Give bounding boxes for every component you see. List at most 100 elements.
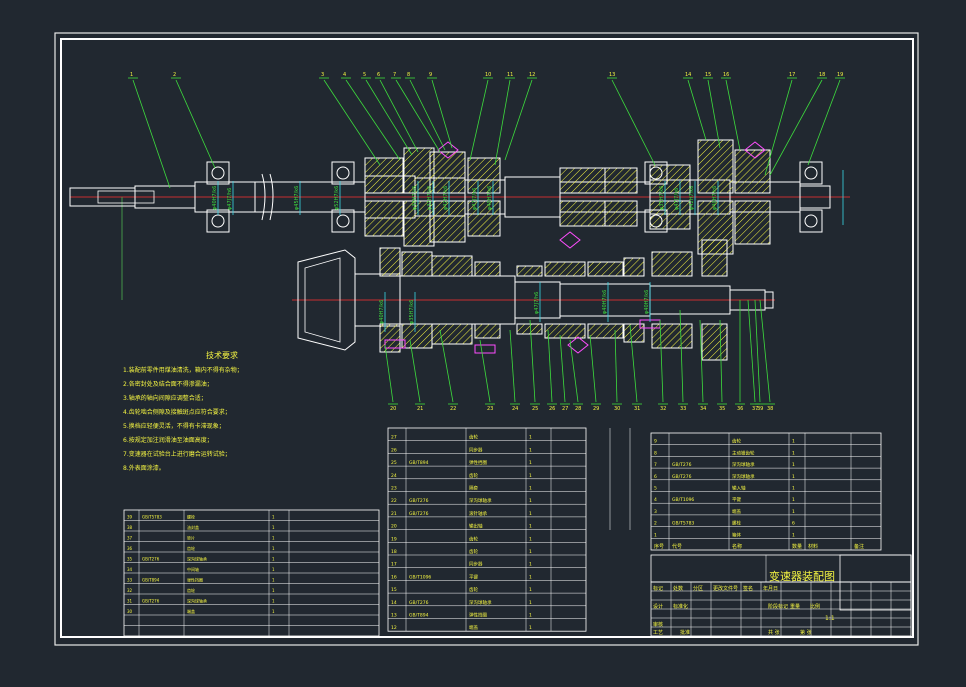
fit-label: φ40H7/k6 [644,290,650,314]
table-cell: 1 [529,447,532,453]
table-cell: 1 [792,439,795,445]
table-cell: 1 [272,525,275,530]
balloon-number: 18 [819,72,825,78]
table-cell: 12 [391,625,397,631]
table-cell: 26 [391,447,397,453]
fit-label: φ32H7/k6 [427,186,433,210]
outer-frame [54,32,919,646]
table-cell: 24 [391,473,397,479]
table-cell: 1 [529,574,532,580]
bearing-ball [649,166,663,180]
leader-line [547,329,553,403]
table-cell: 36 [127,546,133,551]
leader-line [365,79,413,156]
table-cell: GB/T276 [409,498,429,504]
bearing-top [799,161,823,185]
title-block-label: 标记 [653,585,663,592]
table-cell: 垫片 [187,535,195,541]
title-block-label: 签名 [743,585,753,592]
technical-notes: 1.装配前零件用煤油清洗，箱内不得有杂物；2.各密封处及结合面不得渗漏油；3.轴… [123,366,243,472]
balloon-number: 5 [363,72,366,78]
table-cell: 7 [654,462,657,468]
balloon-number: 26 [549,406,555,412]
lower-gear-top [701,239,728,277]
synchronizer-detail [567,336,589,354]
leader-line [754,299,761,403]
table-cell: 弹性挡圈 [187,577,203,583]
bevel-pinion [297,249,356,351]
leader-line [759,299,771,403]
leader-line [509,329,516,403]
upper-gear-top [403,147,435,194]
table-cell: 1 [272,609,275,614]
table-cell: 16 [391,574,397,580]
bearing-ball [804,166,818,180]
table-cell: 1 [529,536,532,542]
table-cell: 齿轮 [469,472,478,479]
leader-line [323,79,381,166]
table-cell: 1 [792,532,795,538]
title-block-label: 处数 [673,585,683,592]
table-cell: 序号 [654,543,664,550]
table-cell: 深沟球轴承 [732,461,755,468]
balloon-number: 17 [789,72,795,78]
table-cell: 齿轮 [732,438,741,445]
table-cell: 1 [792,450,795,456]
synchronizer-detail [559,231,581,249]
balloon-number: 39 [757,406,763,412]
table-cell: 中间轴 [187,566,199,572]
fit-label: φ52H7/k6 [334,186,340,210]
table-cell: 35 [127,557,133,562]
balloon-number: 8 [407,72,410,78]
table-cell: GB/T5783 [142,515,162,520]
balloon-number: 36 [737,406,743,412]
fit-label: φ30H7/k6 [412,186,418,210]
upper-gear-bottom [604,200,638,227]
balloon-number: 28 [575,406,581,412]
table-cell: 1 [529,587,532,593]
fit-label: φ40H7/k6 [712,186,718,210]
table-cell: 39 [127,515,133,520]
table-cell: 1 [529,625,532,631]
table-cell: GB/T276 [142,599,160,604]
fit-label: φ40H7/k6 [487,186,493,210]
table-cell: 4 [654,497,657,503]
leader-line [439,329,454,403]
table-cell: 1 [792,474,795,480]
note-line: 4.齿轮啮合侧隙及接触斑点应符合要求； [123,408,231,416]
fit-label: φ47J7/h6 [674,188,680,210]
leader-line [479,339,491,403]
leader-line [175,79,216,169]
leader-line [589,334,597,403]
leader-line [699,319,704,403]
fit-label: φ47J7/h6 [472,188,478,210]
table-cell: 18 [391,549,397,555]
balloon-number: 30 [614,406,620,412]
table-cell: GB/T276 [409,511,429,517]
table-cell: 主动锥齿轮 [732,449,755,456]
balloon-number: 11 [507,72,513,78]
title-block-label: 分区 [693,585,703,592]
lower-gear-bottom [431,323,473,345]
table-cell: 1 [272,588,275,593]
fit-label: φ35H7/k6 [409,300,415,324]
lower-gear-top [516,265,543,277]
table-cell: GB/T276 [142,557,160,562]
fit-label: φ40H7/k6 [212,186,218,210]
table-cell: 1 [272,578,275,583]
upper-gear-top [559,167,606,194]
title-block-label: 第 张 [800,629,812,636]
upper-gear-bottom [429,200,466,243]
upper-gear-top [429,151,466,194]
balloon-number: 13 [609,72,615,78]
balloon-number: 34 [700,406,706,412]
notes-heading: 技术要求 [206,350,238,360]
upper-gear-top [734,149,771,194]
table-cell: 名称 [732,543,742,550]
table-cell: 6 [654,474,657,480]
balloon-number: 12 [529,72,535,78]
table-cell: 弹性挡圈 [469,612,487,619]
